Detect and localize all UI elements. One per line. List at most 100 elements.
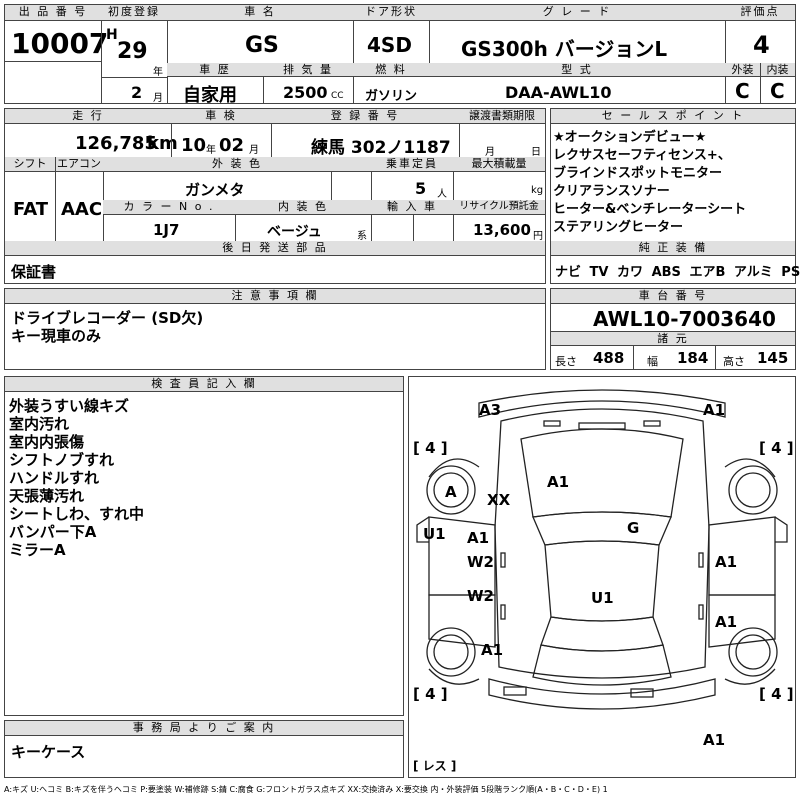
note-line: キー現車のみ [11, 327, 102, 345]
tire-tread-front-left: [ 4 ] [413, 439, 448, 457]
score-label: 評価点 [725, 5, 795, 21]
chassis-label: 車 台 番 号 [551, 289, 795, 304]
equipment-list: ナビ TV カワ ABS エアB アルミ PS PW [555, 261, 800, 280]
capacity-label: 乗車定員 [371, 157, 453, 172]
damage-mark-a-wheel: A [445, 483, 457, 501]
damage-mark-u1-left: U1 [423, 525, 446, 543]
ext-label: 外装 [725, 63, 760, 77]
int-grade: C [770, 79, 785, 103]
month-unit: 月 [153, 93, 163, 104]
chassis-box: 車 台 番 号 AWL10-7003640 諸 元 長さ 488 幅 184 高… [550, 288, 796, 370]
width-label: 幅 [647, 355, 658, 368]
lot-label: 出 品 番 号 [5, 5, 101, 21]
inspector-line: バンパー下A [9, 523, 97, 541]
damage-mark-a1-rear-left: A1 [481, 641, 504, 659]
mileage-unit: km [147, 133, 178, 154]
inspection-month: 02 [219, 135, 245, 156]
height-label: 高さ [723, 355, 745, 368]
inspection-month-unit: 月 [249, 145, 259, 156]
inspector-label: 検 査 員 記 入 欄 [5, 377, 403, 392]
sales-line: ステアリングヒーター [553, 220, 684, 235]
inspection-year: 10 [181, 135, 207, 156]
recycle-label: リサイクル預託金 [453, 200, 545, 215]
notes-label: 注 意 事 項 欄 [5, 289, 545, 304]
plate-number: 練馬 302ノ1187 [311, 138, 451, 158]
equip-item: ABS [651, 265, 681, 280]
damage-mark-u1-roof: U1 [591, 589, 614, 607]
note-line: ドライブレコーダー (SD欠) [11, 309, 204, 327]
inspector-line: 天張薄汚れ [9, 487, 85, 505]
int-label: 内装 [760, 63, 795, 77]
mileage-label: 走 行 [5, 109, 171, 124]
sales-line: ★オークションデビュー★ [553, 130, 707, 145]
sales-lines: ★オークションデビュー★ レクサスセーフティセンス+、 ブラインドスポットモニタ… [553, 129, 746, 237]
color-number: 1J7 [153, 221, 180, 239]
office-label: 事 務 局 よ り ご 案 内 [5, 721, 403, 736]
score: 4 [753, 31, 770, 59]
import-label: 輸 入 車 [371, 200, 453, 215]
car-name-label: 車 名 [167, 5, 353, 21]
first-reg-label: 初度登録 [101, 5, 167, 21]
damage-mark-a1-rear-bumper: A1 [703, 731, 726, 749]
notes-lines: ドライブレコーダー (SD欠) キー現車のみ [11, 309, 203, 345]
later-parts-label: 後 日 発 送 部 品 [5, 241, 545, 256]
damage-mark-a1-front-right: A1 [703, 401, 726, 419]
car-outline-diagram [416, 389, 788, 710]
history-label: 車 歴 [167, 63, 263, 77]
damage-mark-a1-rear-right-door: A1 [715, 613, 738, 631]
capacity-unit: 人 [437, 189, 447, 200]
interior-color-unit: 系 [357, 231, 367, 242]
length-label: 長さ [555, 355, 577, 368]
color-label: 外 装 色 [103, 157, 371, 172]
length: 488 [593, 349, 625, 367]
month-value: 2 [131, 83, 143, 102]
sales-label: セ ー ル ス ポ イ ン ト [551, 109, 795, 124]
tire-tread-rear-left: [ 4 ] [413, 685, 448, 703]
sales-line: レクサスセーフティセンス+、 [553, 148, 731, 163]
ac-value: AAC [61, 199, 103, 220]
sales-line: ヒーター&ベンチレーターシート [553, 202, 747, 217]
exterior-color: ガンメタ [185, 181, 245, 199]
year-unit: 年 [153, 67, 163, 78]
width: 184 [677, 349, 709, 367]
equip-item: TV [589, 265, 609, 280]
shift-label: シフト [5, 157, 55, 172]
door-label: ドア形状 [353, 5, 429, 21]
door-type: 4SD [367, 33, 412, 57]
plate-label: 登 録 番 号 [271, 109, 459, 124]
inspection-year-unit: 年 [206, 145, 216, 156]
damage-legend: A:キズ U:ヘコミ B:キズを伴うヘコミ P:要塗装 W:補修跡 S:錆 C:… [4, 785, 608, 794]
damage-mark-a3-front-left: A3 [479, 401, 502, 419]
equip-item: カワ [617, 265, 644, 280]
ext-grade: C [735, 79, 750, 103]
equip-item: PS [781, 265, 800, 280]
grade-label: グ レ ー ド [429, 5, 725, 21]
chassis-number: AWL10-7003640 [593, 307, 776, 331]
equip-item: エアB [689, 265, 726, 280]
office-message: キーケース [11, 743, 86, 761]
damage-mark-a1-front-right-door: A1 [715, 553, 738, 571]
fuel-label: 燃 料 [353, 63, 429, 77]
load-label: 最大積載量 [453, 157, 545, 172]
damage-mark-g-windshield: G [627, 519, 640, 537]
header-info-box: 出 品 番 号 10007 初度登録 H 29 年 2 月 車 名 GS ドア形… [4, 4, 796, 106]
damage-mark-a1-hood: A1 [547, 473, 570, 491]
sales-line: クリアランスソナー [553, 184, 670, 199]
fuel: ガソリン [365, 89, 418, 104]
later-parts: 保証書 [11, 263, 57, 281]
recycle-unit: 円 [533, 231, 543, 242]
office-box: 事 務 局 よ り ご 案 内 キーケース [4, 720, 404, 778]
displacement-label: 排 気 量 [263, 63, 353, 77]
equip-item: ナビ [555, 265, 582, 280]
colorno-label: カ ラ ー N o . [103, 200, 235, 215]
tire-tread-rear-right: [ 4 ] [759, 685, 794, 703]
inspector-line: シフトノブすれ [9, 451, 115, 469]
equip-label: 純 正 装 備 [551, 241, 795, 256]
displacement: 2500 [283, 83, 328, 102]
ac-label: エアコン [55, 157, 103, 172]
inspector-box: 検 査 員 記 入 欄 外装うすい線キズ 室内汚れ 室内内張傷 シフトノブすれ … [4, 376, 404, 716]
damage-mark-w2-rear: W2 [467, 587, 494, 605]
load-unit: kg [531, 185, 544, 196]
spare-tire-status: [ レス ] [413, 759, 457, 773]
inspector-line: シートしわ、すれ中 [9, 505, 145, 523]
